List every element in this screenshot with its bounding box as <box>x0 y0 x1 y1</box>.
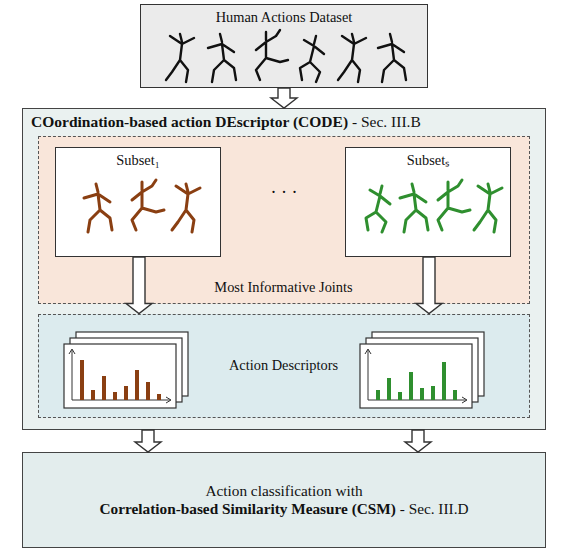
chart-axis <box>72 350 170 400</box>
text-line: Correlation-based Similarity Measure (CS… <box>23 500 545 518</box>
subset1-figures <box>84 180 200 232</box>
descriptor-card <box>70 338 182 402</box>
node-text: Action classification with <box>205 482 362 499</box>
dataset-figures <box>166 30 406 82</box>
descriptor-bar <box>157 394 161 400</box>
text-line: Action Descriptors <box>39 357 529 374</box>
subsetS-figures <box>366 180 502 232</box>
text-line: Human Actions Dataset <box>141 9 427 26</box>
descriptor-bar <box>146 382 150 400</box>
joints-region: Most Informative Joints Subset₁ Subsetₛ <box>38 136 530 304</box>
text-wrap: COordination-based action DEscriptor (CO… <box>31 113 421 132</box>
descriptor-bar <box>91 390 95 400</box>
node-text: - Sec. III.B <box>352 113 421 130</box>
text-wrap: Human Actions Dataset <box>141 9 427 26</box>
ellipsis-label: · · · <box>271 182 298 203</box>
descriptor-bar <box>80 360 84 400</box>
node-text: Correlation-based Similarity Measure (CS… <box>99 500 395 517</box>
node-text: Action Descriptors <box>229 357 338 373</box>
block-arrow <box>135 430 161 452</box>
node-text: COordination-based action DEscriptor (CO… <box>31 113 348 130</box>
descriptor-card <box>64 344 176 408</box>
text-line: Most Informative Joints <box>39 279 529 296</box>
node-text: Human Actions Dataset <box>216 9 353 25</box>
descriptor-bar <box>135 370 139 400</box>
descriptor-bar <box>124 386 128 400</box>
text-wrap: Subset₁ <box>56 152 220 169</box>
descriptor-bar <box>431 386 435 400</box>
descriptor-bar <box>102 376 106 400</box>
text-wrap: Action Descriptors <box>39 357 529 374</box>
descriptor-bar <box>113 392 117 400</box>
descriptor-card <box>366 338 478 402</box>
text-wrap: Most Informative Joints <box>39 279 529 296</box>
descriptor-bar <box>420 388 424 400</box>
text-line: Subsetₛ <box>346 152 510 169</box>
chart-axis-head <box>365 349 467 403</box>
descriptor-card <box>372 332 484 396</box>
block-arrow <box>405 430 431 452</box>
block-arrow <box>416 257 442 314</box>
node-text: Most Informative Joints <box>214 279 352 295</box>
chart-axis <box>368 350 466 400</box>
subset-box: Subset₁ <box>55 147 221 257</box>
subset-box: Subsetₛ <box>345 147 511 257</box>
node-text: Subsetₛ <box>407 152 449 168</box>
descriptor-region: Action Descriptors <box>38 314 530 418</box>
dataset-box: Human Actions Dataset <box>140 4 428 88</box>
descriptor-bar <box>387 378 391 400</box>
descriptor-bar <box>398 392 402 400</box>
descriptor-charts <box>64 332 484 408</box>
node-text: - Sec. III.D <box>400 500 469 517</box>
text-line: COordination-based action DEscriptor (CO… <box>31 113 421 132</box>
csm-box: Action classification withCorrelation-ba… <box>22 452 546 548</box>
block-arrow <box>271 88 297 108</box>
text-line: Subset₁ <box>56 152 220 169</box>
block-arrow <box>126 257 152 314</box>
descriptor-bar <box>376 390 380 400</box>
descriptor-bar <box>442 362 446 400</box>
descriptor-card <box>76 332 188 396</box>
text-wrap: Subsetₛ <box>346 152 510 169</box>
code-panel: COordination-based action DEscriptor (CO… <box>22 108 546 430</box>
descriptor-bar <box>409 372 413 400</box>
text-line: Action classification with <box>23 482 545 500</box>
node-text: Subset₁ <box>116 152 159 168</box>
descriptor-card <box>360 344 472 408</box>
chart-axis-head <box>69 349 171 403</box>
descriptor-bar <box>453 390 457 400</box>
text-wrap: Action classification withCorrelation-ba… <box>23 482 545 519</box>
